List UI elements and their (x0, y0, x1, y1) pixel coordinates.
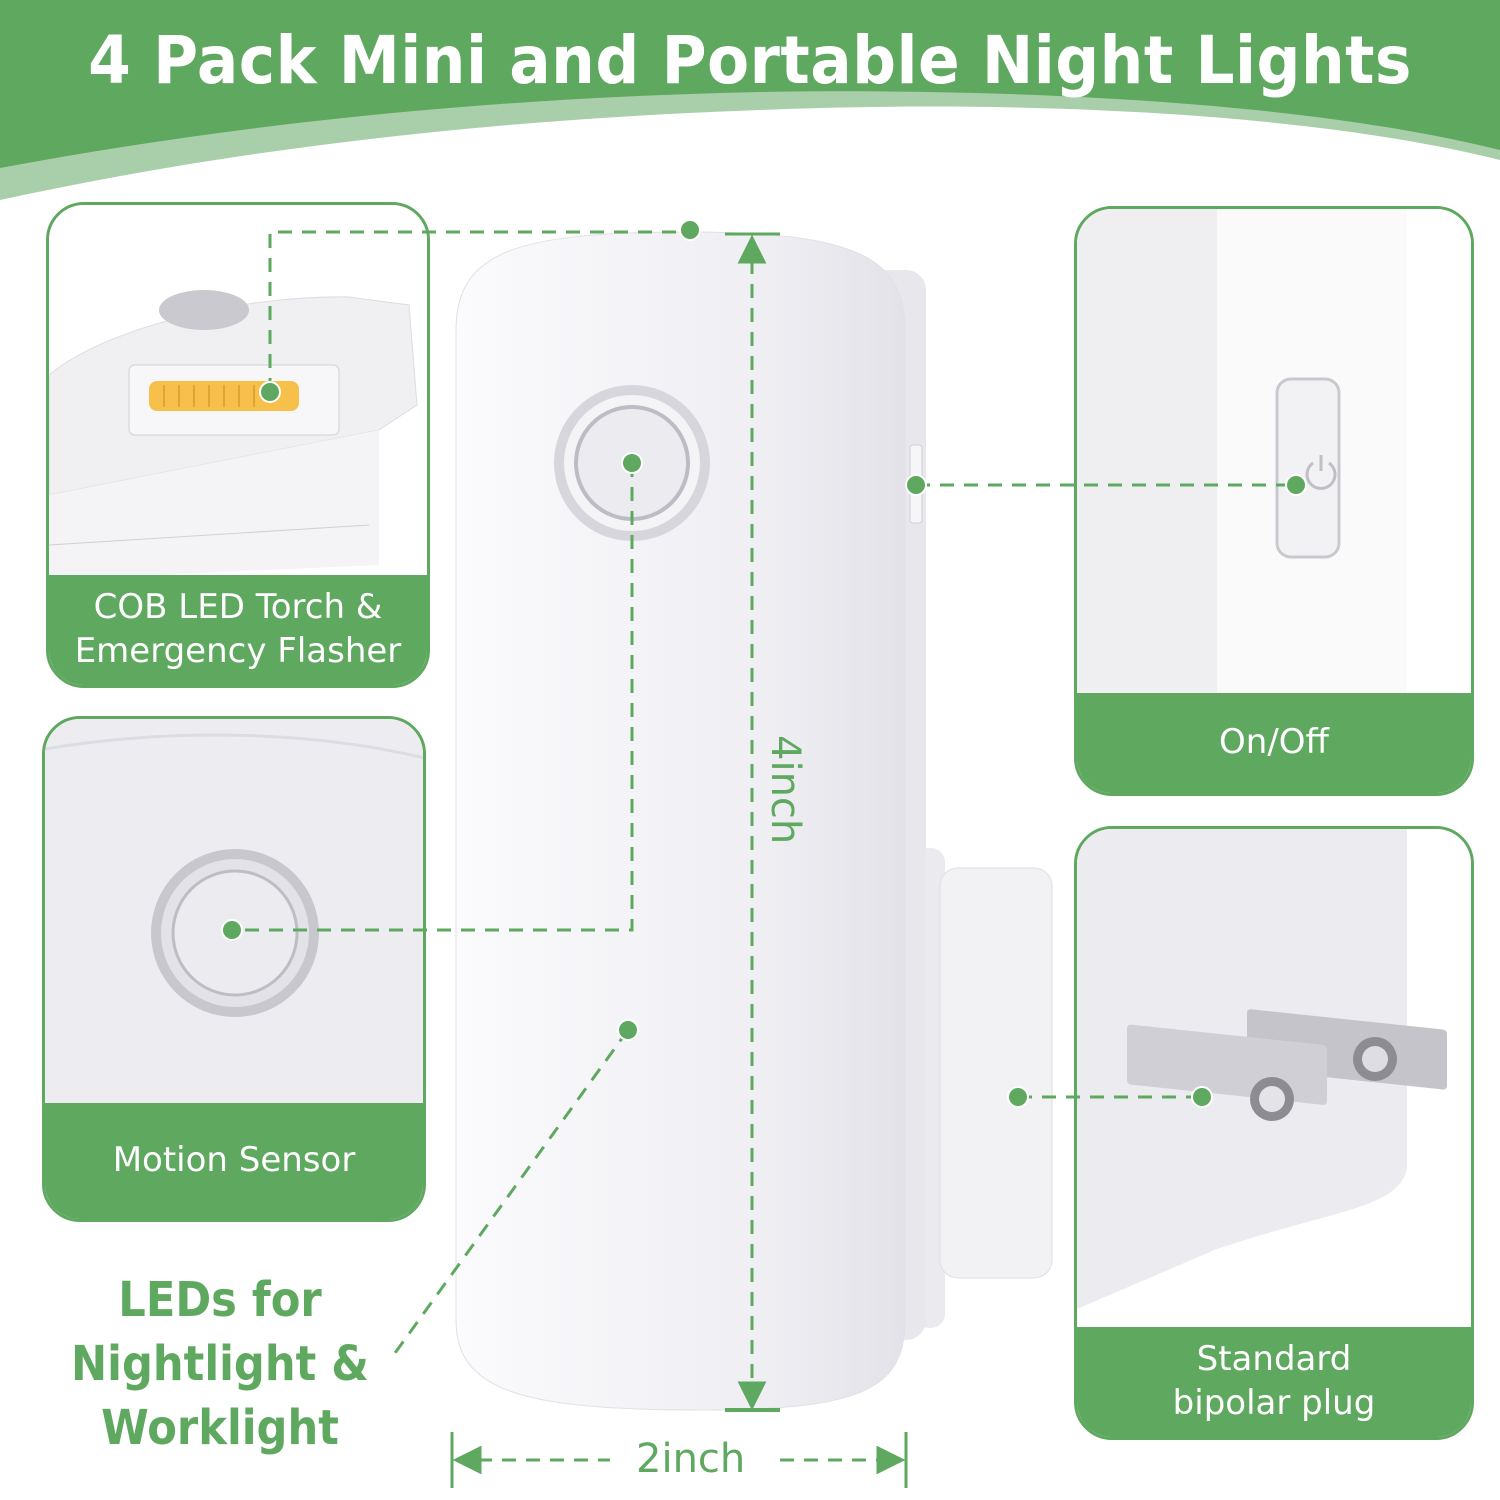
leds-callout-text: LEDs for Nightlight & Worklight (71, 1272, 369, 1456)
plug-icon (1127, 1009, 1447, 1121)
feature-label-on-off: On/Off (1077, 693, 1471, 793)
header-banner (0, 0, 1500, 200)
feature-card-motion-sensor: Motion Sensor (42, 716, 426, 1222)
on-off-photo (1077, 209, 1471, 699)
motion-sensor-photo (45, 719, 423, 1109)
height-dimension-label: 4inch (762, 735, 808, 845)
feature-label-plug: Standard bipolar plug (1077, 1327, 1471, 1437)
led-strip-icon (149, 381, 299, 411)
feature-card-on-off: On/Off (1074, 206, 1474, 796)
feature-card-cob-led: COB LED Torch & Emergency Flasher (46, 202, 430, 688)
feature-card-plug: Standard bipolar plug (1074, 826, 1474, 1440)
power-icon (1305, 455, 1337, 490)
page-title: 4 Pack Mini and Portable Night Lights (88, 22, 1412, 99)
feature-label-motion-sensor: Motion Sensor (45, 1103, 423, 1219)
feature-label-cob-led: COB LED Torch & Emergency Flasher (49, 575, 427, 685)
cob-led-photo (49, 205, 427, 585)
width-dimension-label: 2inch (636, 1436, 746, 1482)
pir-sensor-icon (151, 849, 319, 1017)
plug-photo (1077, 829, 1471, 1329)
